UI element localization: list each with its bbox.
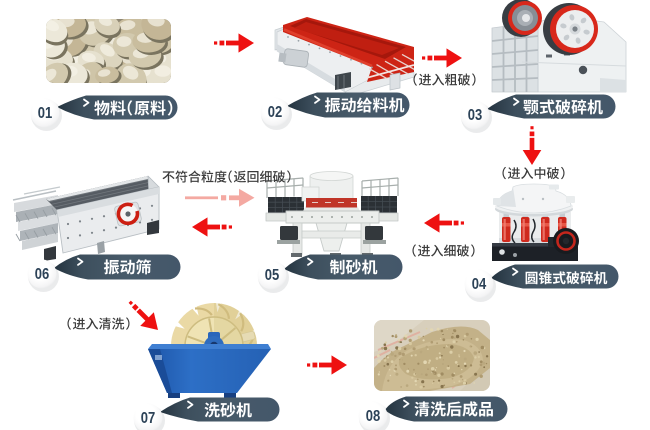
svg-text:06: 06 (35, 266, 50, 283)
svg-text:07: 07 (141, 410, 156, 427)
svg-text:08: 08 (366, 408, 381, 425)
svg-text:05: 05 (265, 267, 280, 284)
svg-text:01: 01 (38, 105, 53, 122)
svg-text:02: 02 (268, 104, 283, 121)
svg-text:03: 03 (468, 107, 483, 124)
svg-text:04: 04 (472, 276, 487, 293)
